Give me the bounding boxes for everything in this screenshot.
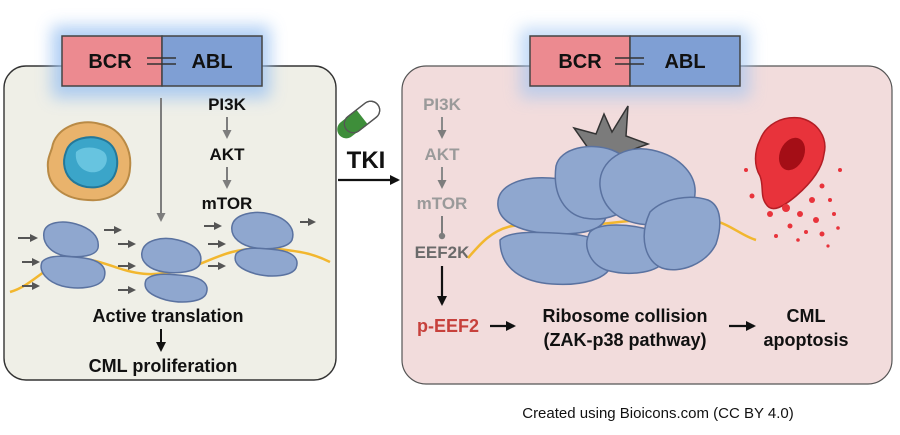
tki-label: TKI: [347, 147, 386, 174]
left-abl-label: ABL: [191, 51, 232, 73]
left-mtor-label: mTOR: [202, 194, 253, 213]
apoptosis-label: apoptosis: [763, 330, 848, 350]
zak-p38-pathway-label: (ZAK-p38 pathway): [543, 330, 706, 350]
cml-label: CML: [787, 306, 826, 326]
collided-ribosome-right: [599, 148, 721, 271]
left-akt-label: AKT: [210, 145, 246, 164]
translation-arrows: [18, 218, 316, 294]
left-pi3k-label: PI3K: [208, 95, 247, 114]
right-mtor-label: mTOR: [417, 194, 468, 213]
tki-treatment: TKI: [337, 100, 400, 185]
right-bcr-abl-fusion: BCR ABL: [520, 28, 750, 98]
right-bcr-label: BCR: [558, 51, 602, 73]
right-bcr-box: [529, 35, 631, 87]
ribosome-collision-label: Ribosome collision: [542, 306, 707, 326]
left-bcr-label: BCR: [88, 51, 132, 73]
cml-cell-icon: [46, 121, 132, 202]
left-ribosome-3: [231, 211, 298, 277]
eef2k-label: EEF2K: [415, 243, 471, 262]
credit-text: Created using Bioicons.com (CC BY 4.0): [522, 405, 794, 422]
active-translation-label: Active translation: [92, 306, 243, 326]
cml-proliferation-label: CML proliferation: [89, 356, 238, 376]
left-panel: BCR ABL PI3K AKT mTOR: [3, 26, 337, 381]
pill-icon: [337, 100, 381, 139]
left-ribosome-1: [40, 221, 106, 289]
left-bcr-box: [61, 35, 163, 87]
collided-ribosome-left: [497, 177, 613, 286]
left-abl-box: [161, 35, 263, 87]
right-abl-label: ABL: [664, 51, 705, 73]
right-akt-label: AKT: [425, 145, 461, 164]
left-ribosome-2: [141, 237, 208, 303]
right-pi3k-label: PI3K: [423, 95, 462, 114]
right-abl-box: [629, 35, 741, 87]
left-bcr-abl-fusion: BCR ABL: [52, 26, 270, 98]
apoptotic-cell-icon: [744, 116, 842, 248]
right-panel: BCR ABL PI3K AKT mTOR EEF2K: [401, 28, 893, 385]
p-eef2-label: p-EEF2: [417, 316, 479, 336]
